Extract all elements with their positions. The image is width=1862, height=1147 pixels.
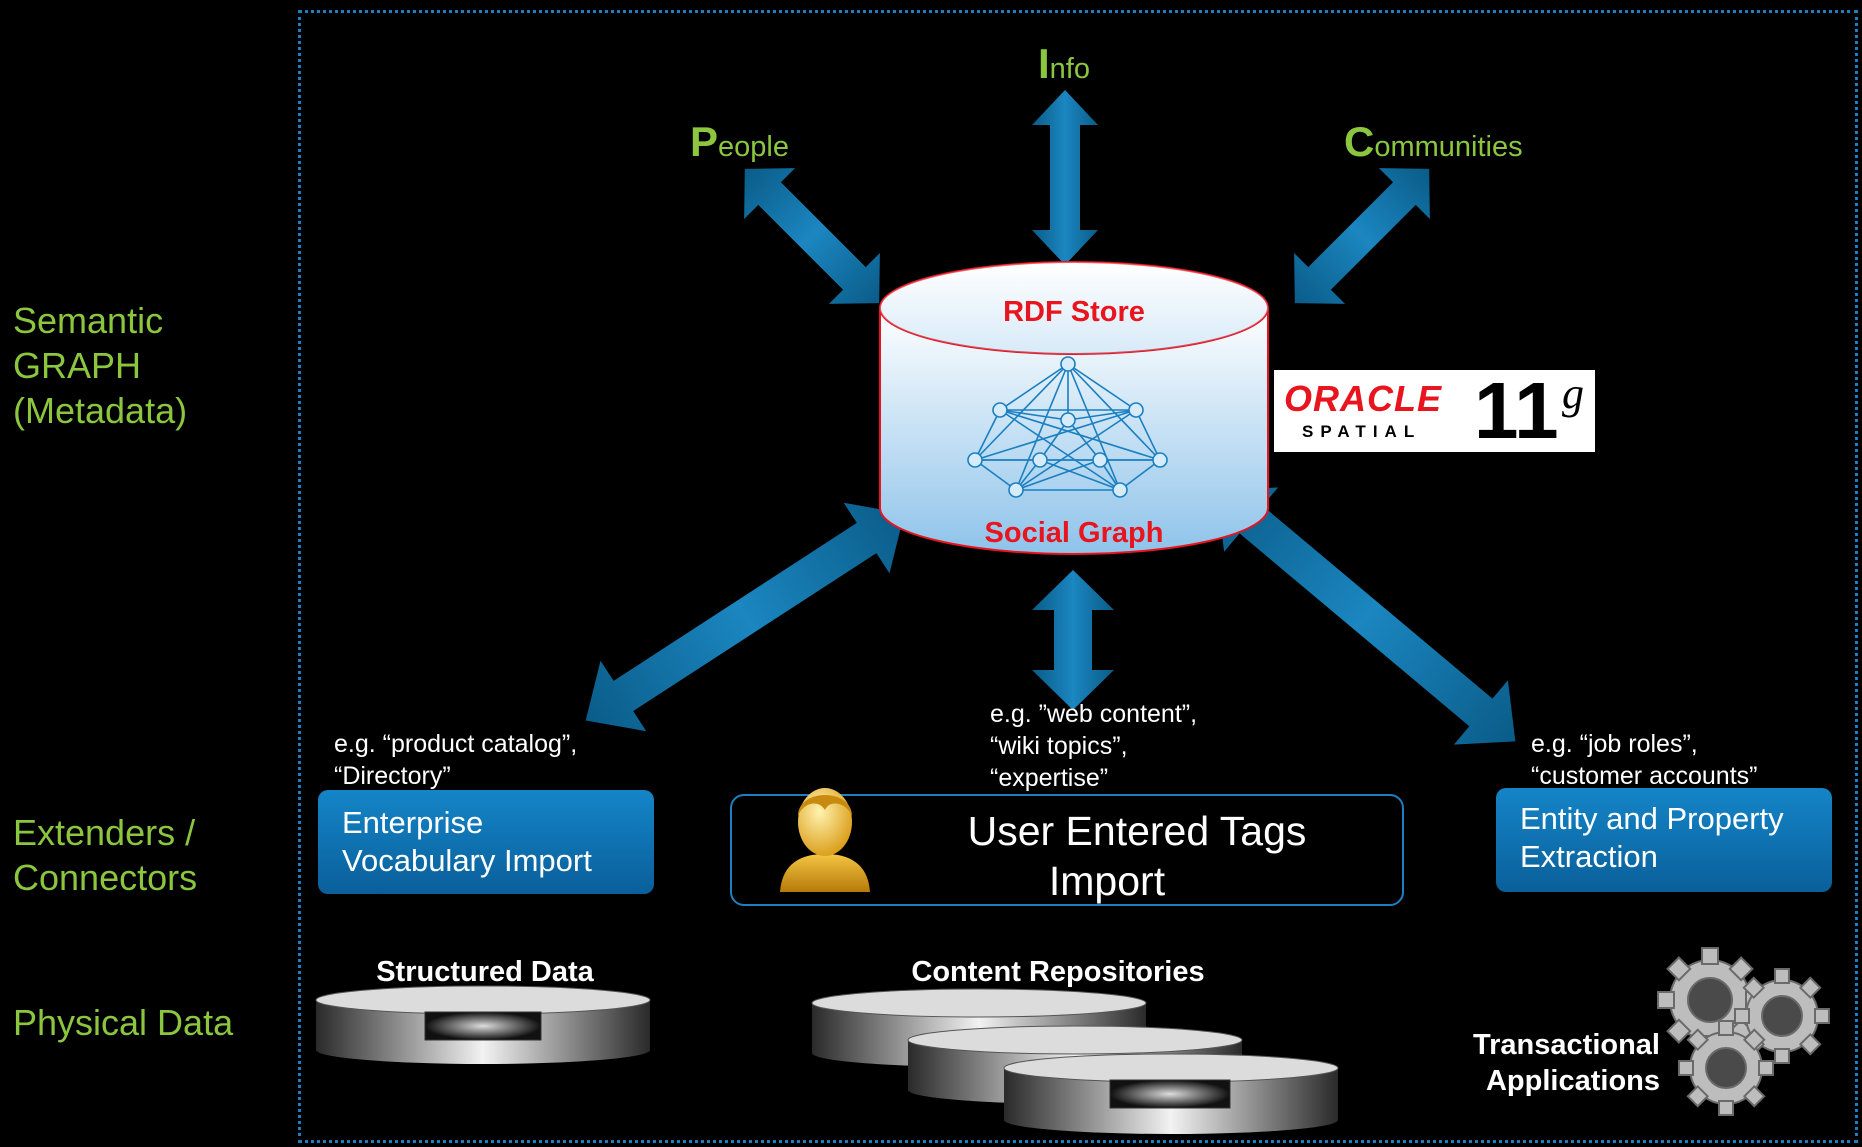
- note-line: “customer accounts”: [1531, 762, 1758, 790]
- semantic-label-line: Semantic: [13, 300, 164, 341]
- note-line: e.g. “product catalog”,: [334, 730, 578, 758]
- vocabulary-example-note: e.g. “product catalog”, “Directory”: [334, 728, 577, 792]
- communities-initial: C: [1344, 118, 1375, 165]
- communities-arrow: [1294, 168, 1430, 304]
- physical-data-label: Physical Data: [13, 1002, 234, 1043]
- social-graph-network: [967, 356, 1168, 498]
- info-rest: nfo: [1049, 53, 1090, 85]
- tags-title-line: User Entered Tags: [967, 808, 1307, 854]
- social-graph-label: Social Graph: [984, 517, 1164, 549]
- people-rest: eople: [718, 131, 789, 163]
- structured-data-label: Structured Data: [376, 956, 594, 988]
- note-line: e.g. “job roles”,: [1531, 730, 1698, 758]
- box-line: Vocabulary Import: [342, 843, 592, 878]
- people-arrow: [744, 168, 880, 304]
- oracle-version: 11: [1474, 366, 1559, 455]
- user-avatar-icon: [770, 776, 880, 892]
- communities-rest: ommunities: [1374, 131, 1523, 163]
- communities-node-label: Communities: [1344, 118, 1523, 166]
- diagram-frame: [298, 10, 1858, 1143]
- metadata-label-line: (Metadata): [13, 390, 188, 431]
- rdf-store-cylinder: [879, 261, 1269, 555]
- box-line: Extraction: [1520, 839, 1658, 874]
- structured-data-disk: [315, 985, 651, 1064]
- note-line: “expertise”: [990, 764, 1109, 792]
- applications-line: Applications: [1485, 1065, 1660, 1097]
- transactional-applications-label: Transactional Applications: [1440, 1027, 1660, 1099]
- people-initial: P: [690, 118, 719, 165]
- info-node-label: Info: [1038, 40, 1090, 88]
- oracle-spatial-sub: SPATIAL: [1302, 422, 1422, 441]
- connectors-label-line: Connectors: [13, 857, 198, 898]
- vocabulary-arrow: [585, 502, 905, 732]
- extraction-example-note: e.g. “job roles”, “customer accounts”: [1531, 728, 1757, 792]
- box-line: Enterprise: [342, 805, 484, 840]
- content-repositories-label: Content Repositories: [911, 956, 1205, 988]
- box-line: Entity and Property: [1520, 801, 1784, 836]
- user-entered-tags-title: User Entered Tags Import: [922, 806, 1352, 906]
- enterprise-vocabulary-import-box: Enterprise Vocabulary Import: [318, 790, 654, 894]
- note-line: “Directory”: [334, 762, 451, 790]
- transactional-line: Transactional: [1473, 1029, 1660, 1061]
- tags-title-line: Import: [1048, 858, 1166, 904]
- graph-label-line: GRAPH: [13, 345, 142, 386]
- content-repository-disk-3: [1003, 1053, 1339, 1134]
- people-node-label: People: [690, 118, 789, 166]
- extenders-label-line: Extenders /: [13, 812, 196, 853]
- rdf-store-title: RDF Store: [1003, 296, 1145, 328]
- info-arrow: [1032, 90, 1098, 265]
- info-initial: I: [1038, 40, 1050, 87]
- note-line: e.g. ”web content”,: [990, 700, 1198, 728]
- note-line: “wiki topics”,: [990, 732, 1128, 760]
- oracle-spatial-logo: ORACLE SPATIAL 11 g: [1274, 366, 1595, 455]
- oracle-brand: ORACLE: [1284, 378, 1442, 419]
- gears-icon: [1657, 947, 1830, 1116]
- extenders-connectors-label: Extenders / Connectors: [13, 810, 197, 900]
- tags-arrow: [1032, 570, 1114, 710]
- semantic-graph-label: Semantic GRAPH (Metadata): [13, 298, 187, 433]
- entity-property-extraction-box: Entity and Property Extraction: [1496, 788, 1832, 892]
- oracle-version-suffix: g: [1562, 369, 1584, 418]
- extraction-arrow: [1216, 487, 1516, 745]
- tags-example-note: e.g. ”web content”, “wiki topics”, “expe…: [990, 698, 1197, 794]
- user-entered-tags-box: User Entered Tags Import: [730, 788, 1404, 906]
